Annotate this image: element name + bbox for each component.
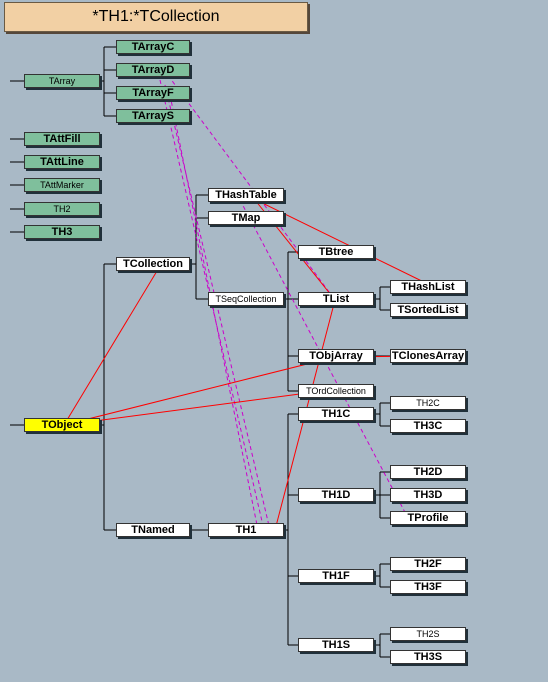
- red-relation-line: [63, 356, 336, 426]
- node-tarrayf[interactable]: TArrayF: [116, 86, 190, 100]
- node-tarrayc[interactable]: TArrayC: [116, 40, 190, 54]
- node-th2d[interactable]: TH2D: [390, 465, 466, 479]
- node-th3s[interactable]: TH3S: [390, 650, 466, 664]
- red-relation-line: [63, 265, 161, 426]
- node-th2s[interactable]: TH2S: [390, 627, 466, 641]
- dashed-relation-line: [164, 84, 271, 531]
- node-tlist[interactable]: TList: [298, 292, 374, 306]
- dashed-relation-line: [163, 69, 336, 301]
- node-tseqcollection[interactable]: TSeqCollection: [208, 292, 284, 306]
- node-th2-left[interactable]: TH2: [24, 202, 100, 216]
- node-tattfill[interactable]: TAttFill: [24, 132, 100, 146]
- node-th1d[interactable]: TH1D: [298, 488, 374, 502]
- node-tattline[interactable]: TAttLine: [24, 155, 100, 169]
- node-th1[interactable]: TH1: [208, 523, 284, 537]
- node-tordcollection[interactable]: TOrdCollection: [298, 384, 374, 398]
- diagram-title: *TH1:*TCollection: [4, 2, 308, 32]
- node-th3c[interactable]: TH3C: [390, 419, 466, 433]
- node-tsortedlist[interactable]: TSortedList: [390, 303, 466, 317]
- node-th3d[interactable]: TH3D: [390, 488, 466, 502]
- node-th1s[interactable]: TH1S: [298, 638, 374, 652]
- node-th3-left[interactable]: TH3: [24, 225, 100, 239]
- node-tobject[interactable]: TObject: [24, 418, 100, 432]
- red-relation-line: [63, 391, 316, 426]
- node-tarrayd[interactable]: TArrayD: [116, 63, 190, 77]
- node-thashtable[interactable]: THashTable: [208, 188, 284, 202]
- node-th2f[interactable]: TH2F: [390, 557, 466, 571]
- node-th1c[interactable]: TH1C: [298, 407, 374, 421]
- node-tclonesarray[interactable]: TClonesArray: [390, 349, 466, 363]
- node-th2c[interactable]: TH2C: [390, 396, 466, 410]
- node-tprofile[interactable]: TProfile: [390, 511, 466, 525]
- node-thashlist[interactable]: THashList: [390, 280, 466, 294]
- node-th1f[interactable]: TH1F: [298, 569, 374, 583]
- dashed-relation-line: [169, 94, 259, 531]
- node-th3f[interactable]: TH3F: [390, 580, 466, 594]
- node-tcollection[interactable]: TCollection: [116, 257, 190, 271]
- node-tmap[interactable]: TMap: [208, 211, 284, 225]
- node-tarray[interactable]: TArray: [24, 74, 100, 88]
- node-tbtree[interactable]: TBtree: [298, 245, 374, 259]
- dashed-relation-line: [239, 199, 409, 519]
- red-relation-line: [247, 195, 435, 288]
- node-tattmarker[interactable]: TAttMarker: [24, 178, 100, 192]
- node-tarrays[interactable]: TArrayS: [116, 109, 190, 123]
- node-tobjarray[interactable]: TObjArray: [298, 349, 374, 363]
- node-tnamed[interactable]: TNamed: [116, 523, 190, 537]
